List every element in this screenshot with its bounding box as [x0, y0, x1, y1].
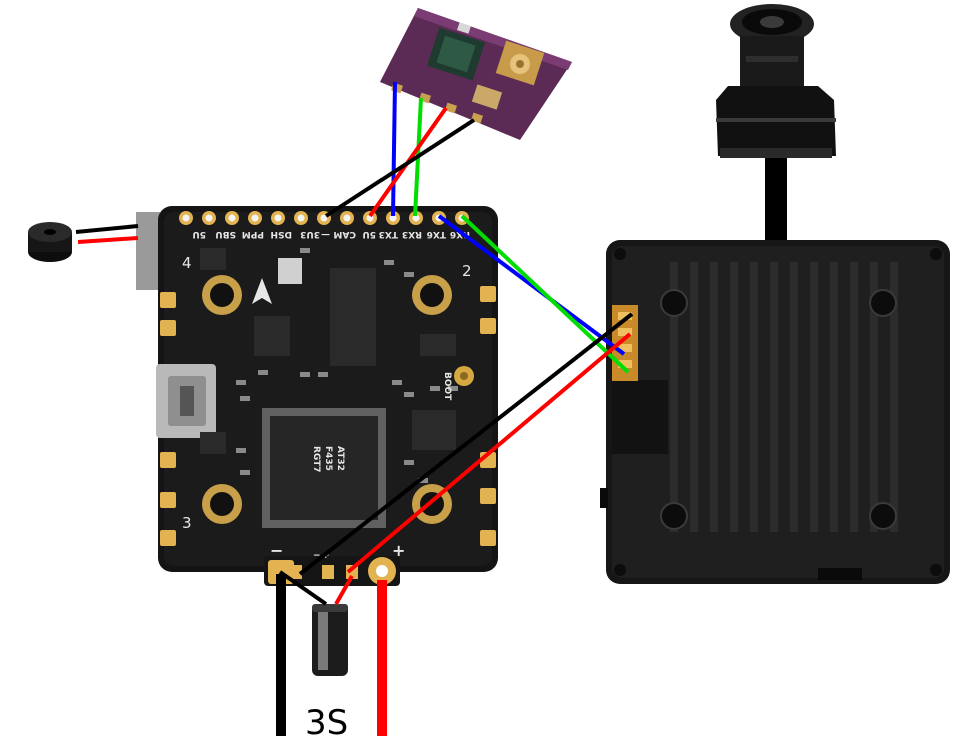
polarity-plus: + — [392, 541, 405, 560]
elrs-receiver — [380, 8, 572, 140]
buzzer-icon — [28, 222, 72, 262]
flight-controller: 5U SBU PPM DSH 3U3 — CAM 5U TX3 RX3 TX6 … — [156, 206, 498, 586]
wire-rx-gnd — [324, 118, 476, 218]
polarity-minus: − — [270, 541, 283, 560]
wire-vtx-power — [346, 332, 632, 574]
battery-label: 3S — [305, 703, 348, 743]
usb-port — [156, 364, 216, 438]
capacitor-icon — [312, 604, 348, 676]
battery-lead-positive — [377, 580, 387, 736]
wire-vtx-gnd — [298, 312, 634, 576]
pad-label: 5U — [192, 229, 206, 239]
gyro-chip — [254, 316, 290, 356]
pad-label: SBU — [215, 229, 236, 239]
wire-cap-neg — [278, 570, 328, 606]
pad-label: — — [321, 229, 330, 239]
wire-vtx-tx — [437, 214, 626, 356]
battery-lead-negative — [276, 574, 286, 736]
pad-label: 5U — [362, 229, 376, 239]
camera-cable — [765, 158, 787, 254]
wire-rx-tx — [391, 81, 397, 217]
chip-marking: AT32 — [335, 446, 345, 471]
wire-cap-pos — [334, 575, 354, 605]
chip-marking: F435 — [323, 446, 333, 471]
fpv-camera — [716, 4, 836, 254]
wire-vtx-rx — [460, 214, 630, 374]
mcu-chip: AT32 F435 RGT7 — [262, 408, 386, 528]
pad-label: 3U3 — [300, 229, 320, 239]
pad-label: TX3 — [379, 229, 398, 239]
motor-number: 3 — [182, 514, 192, 532]
buzzer — [28, 212, 160, 290]
pad-label: CAM — [333, 229, 356, 239]
wires — [278, 81, 634, 606]
direction-arrow-icon — [252, 278, 272, 304]
pad-label: TX6 — [427, 229, 446, 239]
pad-label: DSH — [271, 229, 293, 239]
pad-label: RX3 — [402, 229, 422, 239]
osd-chip — [330, 268, 376, 366]
boot-label: BOOT — [442, 372, 452, 401]
pad-label: PPM — [242, 229, 264, 239]
buzzer-connector — [136, 212, 160, 290]
digital-vtx-air-unit — [600, 240, 950, 584]
motor-number: 2 — [462, 262, 472, 280]
motor-number: 4 — [182, 254, 192, 272]
pad-minus-small: − — [313, 551, 321, 561]
chip-marking: RGT7 — [311, 446, 321, 473]
